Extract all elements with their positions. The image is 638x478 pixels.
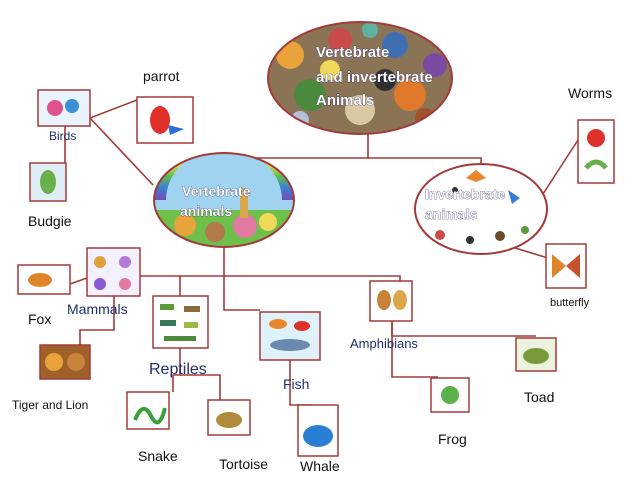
mammals-picture[interactable] xyxy=(86,247,141,297)
snake-picture[interactable] xyxy=(126,391,170,430)
reptiles-picture[interactable] xyxy=(152,295,209,349)
root-title: Vertebrate and invertebrate Animals xyxy=(316,44,437,109)
root-ellipse[interactable]: Vertebrate and invertebrate Animals xyxy=(267,21,453,135)
fish-label: Fish xyxy=(283,376,310,392)
amphibians-label: Amphibians xyxy=(350,336,418,351)
vertebrate-title: Vertebrate animals xyxy=(180,183,254,219)
tortoise-label: Tortoise xyxy=(219,456,269,472)
fox-label: Fox xyxy=(28,311,52,327)
mammals-label: Mammals xyxy=(67,301,128,317)
birds-picture[interactable] xyxy=(37,89,91,127)
invertebrate-ellipse[interactable]: Invertebrate animals xyxy=(414,163,548,255)
worms-picture[interactable] xyxy=(577,119,615,184)
birds-label: Birds xyxy=(49,129,77,143)
connector-lines xyxy=(64,99,579,406)
snake-label: Snake xyxy=(138,448,178,464)
budgie-picture[interactable] xyxy=(29,162,67,202)
parrot-label: parrot xyxy=(143,68,180,84)
fox-picture[interactable] xyxy=(17,264,71,295)
butterfly-picture[interactable] xyxy=(545,243,587,289)
reptiles-label: Reptiles xyxy=(149,361,207,378)
tortoise-picture[interactable] xyxy=(207,399,251,436)
invertebrate-title: Invertebrate animals xyxy=(425,186,509,222)
butterfly-label: butterfly xyxy=(550,297,590,309)
fish-picture[interactable] xyxy=(259,311,321,361)
tiger-lion-picture[interactable] xyxy=(39,344,91,380)
vertebrate-ellipse[interactable]: Vertebrate animals xyxy=(153,140,295,250)
whale-label: Whale xyxy=(300,458,340,474)
toad-label: Toad xyxy=(524,389,555,405)
parrot-picture[interactable] xyxy=(136,96,194,144)
tiger-lion-label: Tiger and Lion xyxy=(12,398,89,412)
frog-picture[interactable] xyxy=(430,377,470,413)
toad-picture[interactable] xyxy=(515,337,557,372)
worms-label: Worms xyxy=(568,85,613,101)
budgie-label: Budgie xyxy=(28,213,72,229)
insect-collage xyxy=(435,170,529,244)
amphibians-picture[interactable] xyxy=(369,280,413,322)
whale-picture[interactable] xyxy=(297,404,339,457)
frog-label: Frog xyxy=(438,431,467,447)
